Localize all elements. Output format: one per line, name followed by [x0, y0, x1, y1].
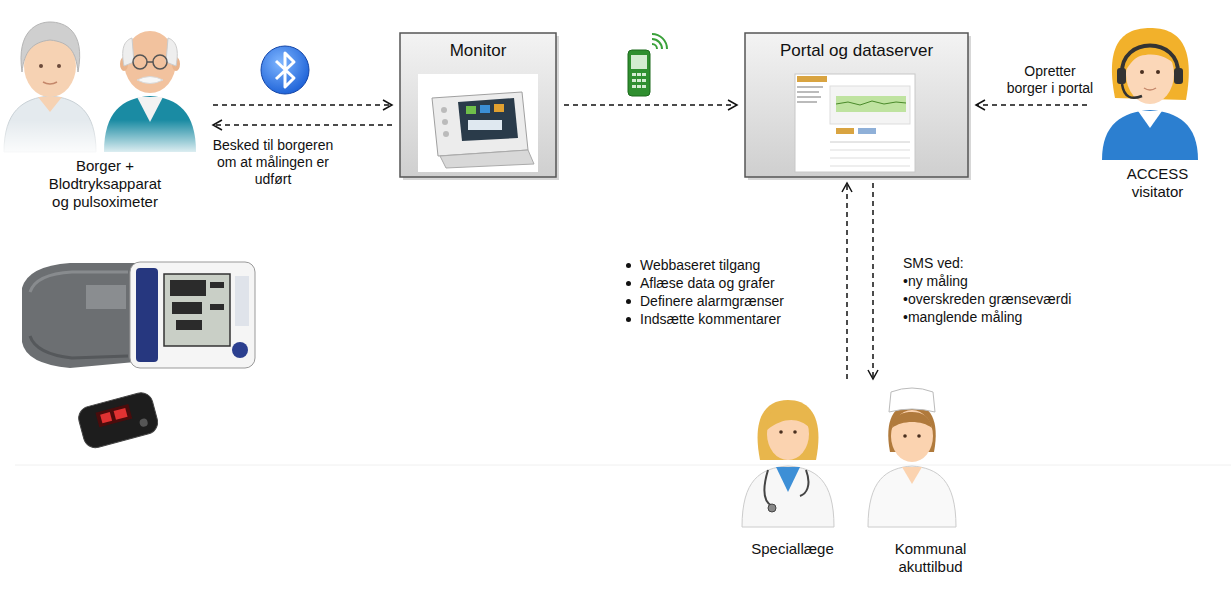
- citizen-node: Borger + Blodtryksapparat og pulsoximete…: [5, 20, 205, 235]
- node-text: Monitor: [450, 41, 507, 61]
- dashed-arrow: [564, 104, 737, 106]
- edge-label: Opretter borger i portal: [1004, 63, 1096, 97]
- actor-node: ACCESS visitator: [1095, 25, 1220, 210]
- actor-node: Kommunal akuttilbud: [866, 385, 995, 590]
- node-text: Portal og dataserver: [780, 41, 933, 61]
- note-text: Definere alarmgrænser: [640, 293, 784, 310]
- box-fill: [400, 33, 556, 177]
- monitor-device: [418, 74, 538, 172]
- process-box: Monitor: [400, 33, 556, 177]
- pulse-oximeter: [76, 390, 160, 450]
- note-text: Webbaseret tilgang: [640, 257, 760, 274]
- doctor-figure: [742, 400, 834, 527]
- bullet-dot: [626, 317, 631, 322]
- bullet-dot: [626, 281, 631, 286]
- mobile-phone-icon: [628, 34, 667, 96]
- dashed-arrow: [213, 104, 392, 106]
- dashed-arrow: [846, 183, 848, 379]
- node-text: Speciallæge: [751, 540, 834, 558]
- note-text: Aflæse data og grafer: [640, 275, 775, 292]
- portal-screenshot: [795, 74, 915, 172]
- actor-node: Speciallæge: [735, 385, 850, 575]
- bluetooth-icon: [261, 46, 309, 94]
- note-text: •manglende måling: [903, 309, 1022, 326]
- edge-label: Besked til borgeren om at målingen er ud…: [208, 137, 338, 188]
- nurse-figure: [868, 388, 956, 527]
- note-text: Indsætte kommentarer: [640, 311, 781, 328]
- dashed-arrow: [976, 104, 1087, 106]
- box-fill: [745, 33, 968, 177]
- visitator-figure: [1102, 28, 1198, 160]
- note-text: SMS ved:: [903, 255, 964, 272]
- node-text: Kommunal akuttilbud: [873, 540, 988, 576]
- node-text: Borger + Blodtryksapparat og pulsoximete…: [40, 157, 170, 211]
- bullet-dot: [626, 299, 631, 304]
- node-text: ACCESS visitator: [1103, 165, 1213, 201]
- dashed-arrow: [872, 183, 874, 379]
- blood-pressure-device: [22, 262, 255, 368]
- dashed-arrow: [213, 124, 392, 126]
- process-box: Portal og dataserver: [745, 33, 968, 177]
- note-text: •ny måling: [903, 273, 968, 290]
- note-text: •overskreden grænseværdi: [903, 291, 1071, 308]
- bullet-dot: [626, 263, 631, 268]
